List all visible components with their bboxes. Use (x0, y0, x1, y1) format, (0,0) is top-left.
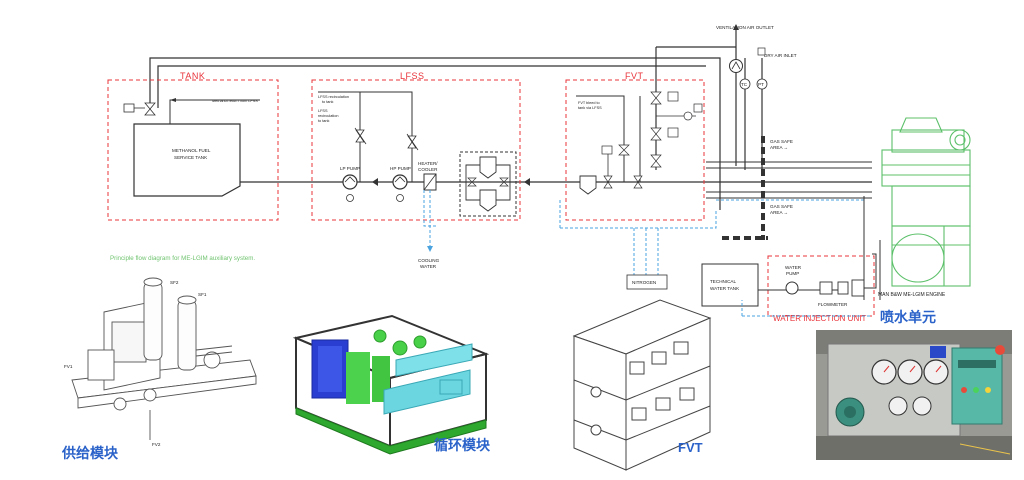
fvt-bleed-label-1: FVT bleed to (578, 101, 600, 105)
filter-block (459, 151, 517, 217)
lfss-section-label: LFSS (400, 71, 425, 81)
technical-water-tank-label-1: TECHNICAL (710, 279, 736, 284)
water-spray-unit-photo (816, 330, 1012, 460)
principle-caption: Principle flow diagram for ME-LGIM auxil… (110, 255, 255, 262)
dry-air-label: DRY AIR INLET (764, 53, 797, 58)
circulation-module-drawing (292, 314, 490, 455)
cooling-water-label-1: COOLING (418, 258, 440, 263)
svg-text:PT: PT (758, 82, 764, 87)
heater-cooler-label-2: COOLER (418, 167, 438, 172)
lfss-recirc-label-1: LFSS recirculation (318, 95, 349, 99)
methanol-return-label: Methanol return from LFSS (212, 99, 258, 103)
lfss-section: LFSS LFSS recirculation to tank LFSS rec… (311, 71, 530, 269)
methanol-tank-label-2: SERVICE TANK (174, 155, 208, 160)
water-injection-label: WATER INJECTION UNIT (773, 314, 866, 323)
ventilation: VENTILATION AIR OUTLET DRY AIR INLET TC … (706, 24, 872, 240)
fvt-boundary (565, 79, 705, 221)
fvt-module-drawing (572, 299, 712, 471)
vent-outlet-label: VENTILATION AIR OUTLET (716, 25, 774, 30)
svg-text:TC: TC (741, 82, 748, 87)
fvt-bleed-label-2: tank via LFSS (578, 106, 602, 110)
methanol-tank (133, 123, 241, 197)
supply-module-caption: 供给模块 (61, 445, 119, 462)
flowmeter-label: FLOWMETER (818, 302, 848, 307)
flowmeter (819, 281, 833, 295)
tank-section: TANK METHANOL FUEL SERVICE TANK Methanol… (107, 71, 279, 221)
water-pump (785, 281, 799, 295)
hp-pump (392, 174, 408, 190)
callout-sf1: SF1 (198, 292, 207, 297)
svg-text:to tank: to tank (318, 119, 329, 123)
water-spray-unit-caption: 喷水单元 (880, 309, 936, 326)
tc-instrument (739, 78, 751, 90)
methanol-tank-label-1: METHANOL FUEL (172, 148, 211, 153)
fvt-strainer (579, 175, 597, 195)
engine-label: MAN B&W ME-LGIM ENGINE (878, 292, 946, 298)
return-lines (149, 25, 763, 210)
fvt-section-label: FVT (625, 71, 644, 81)
water-injection-section: WATER INJECTION UNIT TECHNICAL WATER TAN… (701, 196, 881, 323)
fvt-module-caption: FVT (678, 440, 703, 455)
technical-water-tank (701, 263, 759, 307)
lfss-boundary (311, 79, 521, 221)
callout-fv2: FV2 (152, 442, 161, 447)
svg-text:to tank: to tank (322, 100, 333, 104)
vent-fan (729, 59, 743, 73)
hp-pump-label: HP PUMP (390, 166, 411, 171)
water-injection-boundary (767, 255, 875, 317)
fvt-section: FVT FVT bleed to tank via LFSS (559, 71, 864, 290)
water-pump-label-2: PUMP (786, 271, 799, 276)
callout-sf2: SF2 (170, 280, 179, 285)
lp-pump (342, 174, 358, 190)
gas-safe-label-2b: AREA → (770, 210, 788, 215)
water-pump-label-1: WATER (785, 265, 802, 270)
tank-boundary (107, 79, 279, 221)
supply-module-drawing (71, 277, 257, 440)
lp-pump-label: LP PUMP (340, 166, 360, 171)
engine-drawing (881, 117, 971, 287)
tank-section-label: TANK (180, 71, 205, 81)
gas-safe-label-1b: AREA → (770, 145, 788, 150)
svg-text:recirculation: recirculation (318, 114, 338, 118)
heater-cooler-label-1: HEATER/ (418, 161, 438, 166)
circulation-module-caption: 循环模块 (434, 437, 491, 454)
gas-safe-label-1a: GAS SAFE (770, 139, 793, 144)
callout-fv1: FV1 (64, 364, 73, 369)
pt-instrument (756, 78, 768, 90)
cooling-water-label-2: WATER (420, 264, 437, 269)
technical-water-tank-label-2: WATER TANK (710, 286, 740, 291)
nitrogen-label: NITROGEN (632, 280, 656, 285)
lfss-recirc-label-2: LFSS (318, 109, 328, 113)
gas-safe-label-2a: GAS SAFE (770, 204, 793, 209)
